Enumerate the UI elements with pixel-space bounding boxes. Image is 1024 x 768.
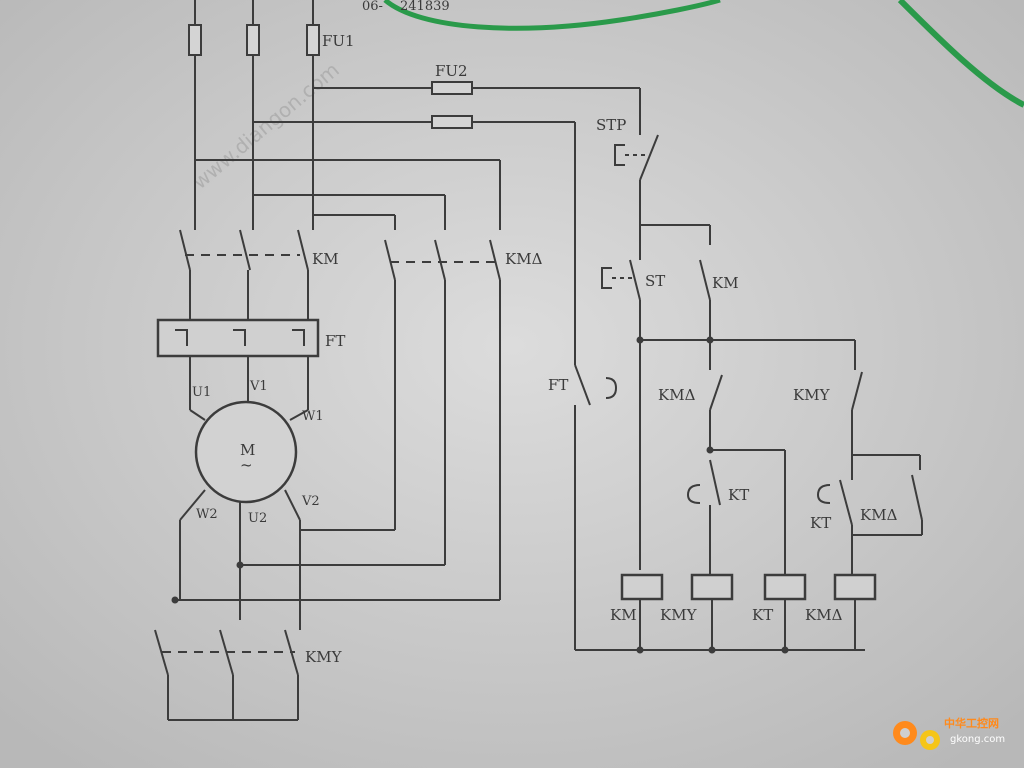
main-circuit: FU1 FU2 KM KMΔ FT <box>154 0 640 721</box>
brand-logo: 中华工控网 gkong.com <box>893 716 1005 750</box>
coil-kmy <box>690 573 734 601</box>
motor-label: M <box>240 441 255 459</box>
label-km-main: KM <box>312 250 339 268</box>
label-coil-kmy: KMY <box>660 606 698 624</box>
coil-kt <box>763 573 807 601</box>
label-kmy-main: KMY <box>305 648 343 666</box>
green-cable <box>383 0 721 31</box>
motor <box>194 400 298 504</box>
label-km-delta-main: KMΔ <box>505 250 543 268</box>
label-ft-contact: FT <box>548 376 568 394</box>
label-fu2: FU2 <box>435 62 468 80</box>
label-coil-kmd: KMΔ <box>805 606 843 624</box>
label-w1: W1 <box>302 409 324 424</box>
brand-name: 中华工控网 <box>944 716 999 730</box>
label-kt-contact-2: KT <box>810 514 831 532</box>
fuse-fu2-b <box>431 115 473 129</box>
label-w2: W2 <box>196 507 218 522</box>
label-ft-relay: FT <box>325 332 345 350</box>
label-stp: STP <box>596 116 626 134</box>
brand-url: gkong.com <box>950 734 1005 745</box>
label-fu1: FU1 <box>322 32 355 50</box>
coil-kmd <box>833 573 877 601</box>
label-km-y-nc: KMY <box>793 386 831 404</box>
coil-km <box>620 573 664 601</box>
label-km-delta-nc: KMΔ <box>658 386 696 404</box>
motor-ac-symbol: ~ <box>240 456 253 474</box>
label-u1: U1 <box>192 385 211 400</box>
label-st: ST <box>645 272 665 290</box>
fuse-fu2-a <box>431 81 473 95</box>
fuse-l3 <box>306 24 320 56</box>
label-kt-contact: KT <box>728 486 749 504</box>
fuse-l1 <box>188 24 202 56</box>
label-km-aux: KM <box>712 274 739 292</box>
label-km-delta-aux: KMΔ <box>860 506 898 524</box>
fuse-l2 <box>246 24 260 56</box>
label-u2: U2 <box>248 511 267 526</box>
thermal-relay <box>156 318 320 358</box>
top-code-2: 241839 <box>400 0 450 14</box>
label-v2: V2 <box>301 494 320 509</box>
label-v1: V1 <box>249 379 268 394</box>
label-coil-kt: KT <box>752 606 773 624</box>
control-circuit: STP ST KM FT KMΔ KT <box>548 88 923 654</box>
label-coil-km: KM <box>610 606 637 624</box>
green-cable-right <box>897 0 1024 108</box>
top-code: 06- <box>362 0 383 14</box>
